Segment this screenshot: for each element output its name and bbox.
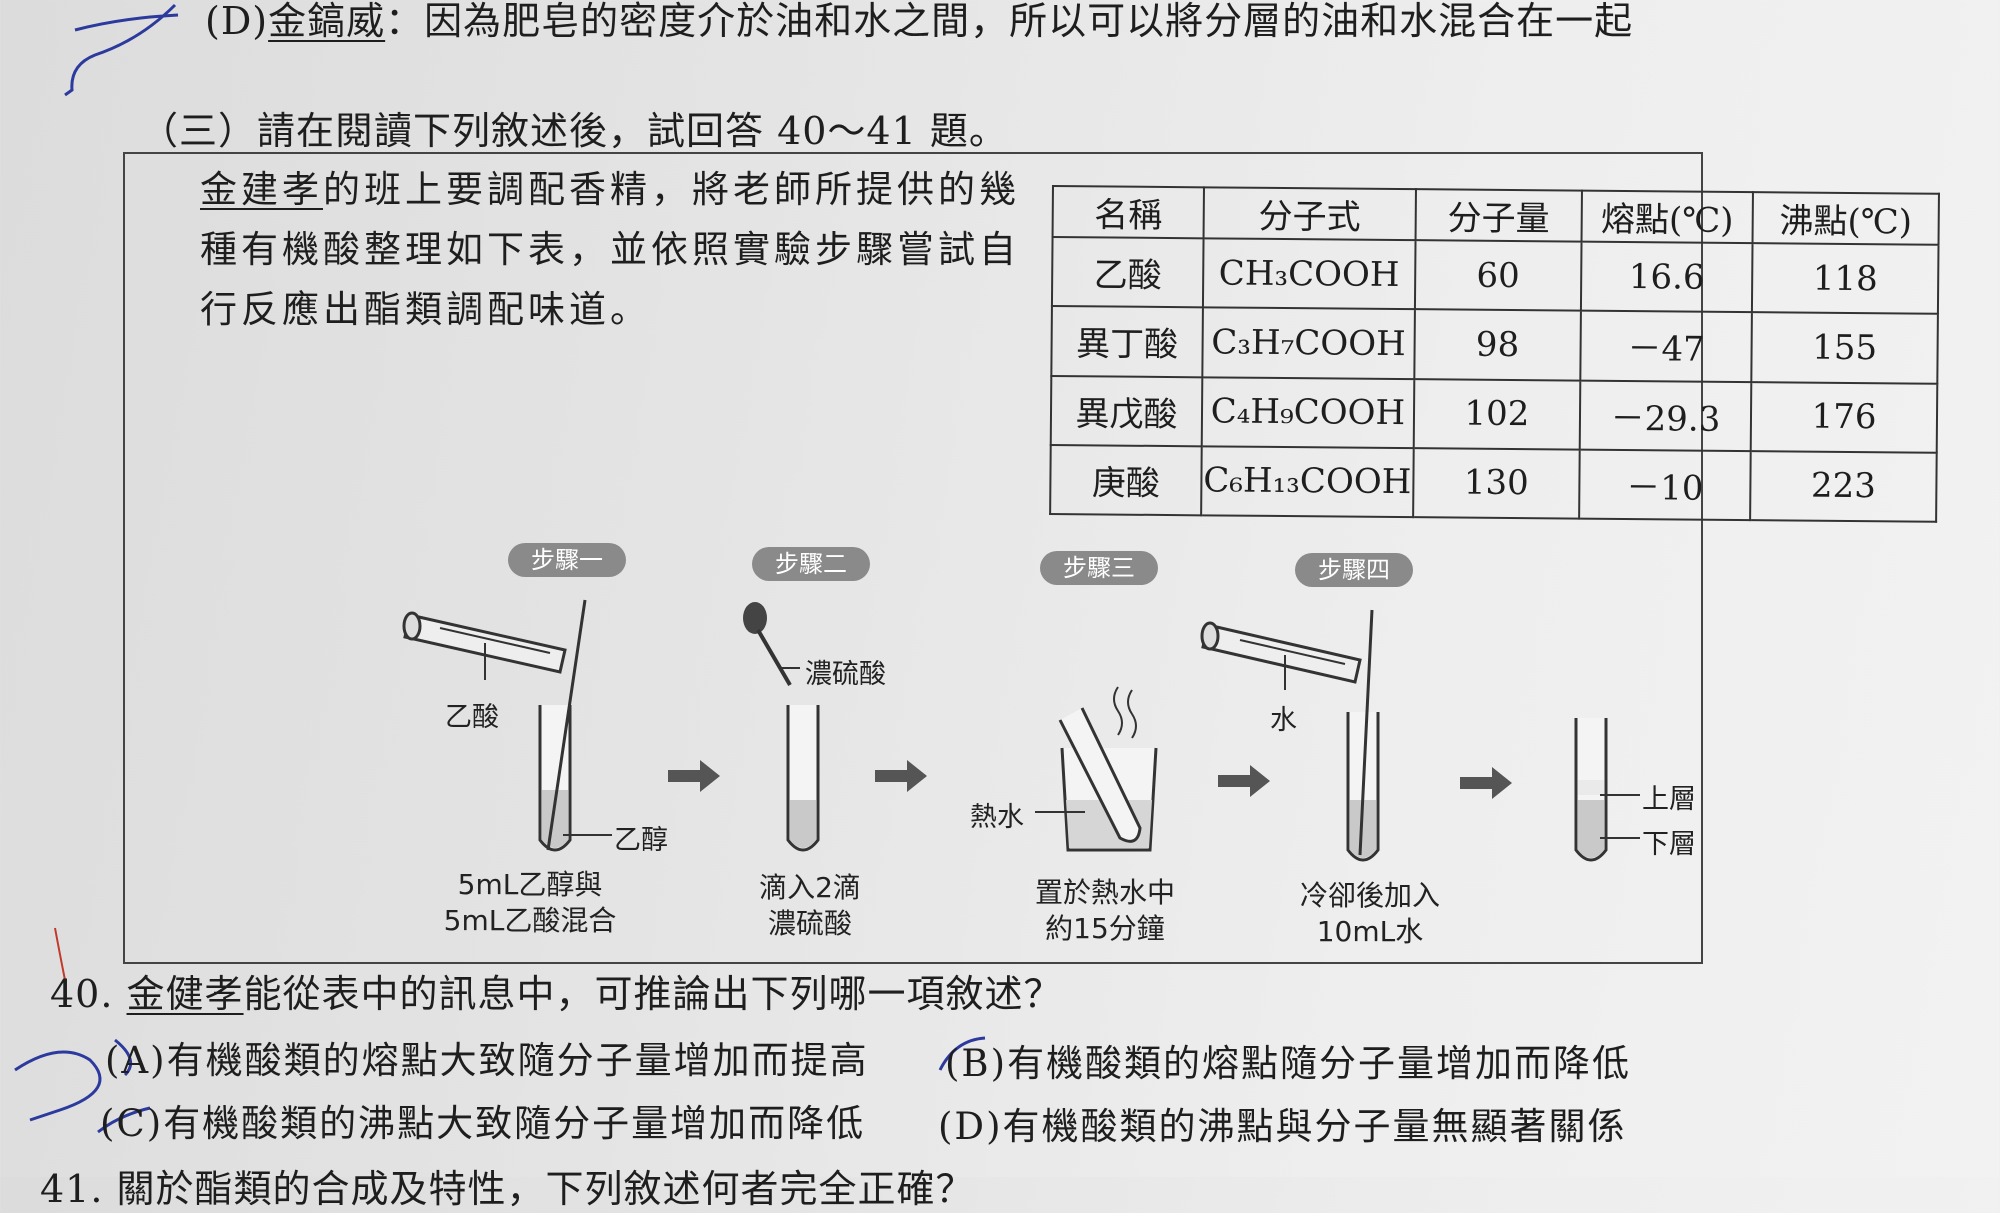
caption-line: 置於熱水中 (1034, 876, 1175, 909)
step-badge-2: 步驟二 (752, 547, 870, 581)
section-heading: （三）請在閱讀下列敘述後，試回答 40～41 題。 (140, 109, 1008, 153)
dropper-icon (743, 602, 792, 687)
caption-line: 5mL乙醇與 (457, 868, 603, 901)
option-d: (D)有機酸類的沸點與分子量無顯著關係 (938, 1096, 1627, 1150)
step-badge-3: 步驟三 (1040, 551, 1158, 585)
steam-icon (1113, 686, 1123, 736)
graduated-cylinder-icon (1200, 621, 1362, 684)
pen-mark-icon (54, 927, 66, 981)
test-tube-icon (786, 705, 820, 852)
label-ethanol: 乙醇 (614, 825, 668, 856)
prev-option-d: (D)金鎬威：因為肥皂的密度介於油和水之間，所以可以將分層的油和水混合在一起 (205, 0, 1633, 45)
pen-mark-icon (14, 1050, 102, 1122)
caption-line: 5mL乙酸混合 (443, 904, 617, 937)
label-hot-water: 熱水 (970, 802, 1024, 833)
caption-line: 約15分鐘 (1045, 912, 1165, 945)
prev-option-text: ：因為肥皂的密度介於油和水之間，所以可以將分層的油和水混合在一起 (385, 0, 1634, 43)
caption-step-3: 置於熱水中 約15分鐘 (995, 875, 1215, 947)
caption-step-4: 冷卻後加入 10mL水 (1255, 878, 1485, 950)
label-lower-layer: 下層 (1642, 829, 1696, 860)
option-text: 有機酸類的沸點與分子量無顯著關係 (1002, 1105, 1627, 1148)
next-question: 41. 關於酯類的合成及特性，下列敘述何者完全正確？ (40, 1167, 975, 1211)
stirring-rod-icon (1358, 609, 1374, 856)
intro-text: 的班上要調配香精，將老師所提供的幾種有機酸整理如下表，並依照實驗步驟嘗試自行反應… (200, 168, 1020, 331)
caption-step-2: 滴入2滴 濃硫酸 (700, 870, 920, 942)
stirring-rod-icon (546, 599, 587, 851)
caption-line: 濃硫酸 (767, 907, 852, 940)
prev-option-name: 金鎬威 (268, 0, 386, 43)
passage-frame (123, 152, 1703, 964)
caption-line: 冷卻後加入 (1299, 879, 1440, 912)
prev-option-key: (D) (205, 0, 269, 43)
arrow-icon (1460, 767, 1512, 799)
option-text: 有機酸類的沸點大致隨分子量增加而降低 (163, 1102, 866, 1145)
label-upper-layer: 上層 (1642, 784, 1696, 815)
arrow-icon (668, 760, 720, 792)
step-badge-4: 步驟四 (1295, 553, 1413, 587)
option-b: (B)有機酸類的熔點隨分子量增加而降低 (945, 1033, 1631, 1087)
question-name: 金健孝 (126, 972, 244, 1016)
option-text: 有機酸類的熔點隨分子量增加而降低 (1007, 1042, 1632, 1085)
caption-step-1: 5mL乙醇與 5mL乙酸混合 (410, 867, 650, 939)
option-key: (B) (945, 1042, 1008, 1085)
question-40: 40. 金健孝能從表中的訊息中，可推論出下列哪一項敘述？ (50, 963, 1063, 1018)
option-c: (C)有機酸類的沸點大致隨分子量增加而降低 (100, 1093, 865, 1147)
test-tube-icon (1058, 707, 1142, 843)
step-badge-1: 步驟一 (508, 543, 626, 577)
label-sulfuric-acid: 濃硫酸 (805, 659, 886, 690)
option-key: (C) (100, 1102, 164, 1145)
caption-line: 10mL水 (1316, 915, 1424, 948)
arrow-icon (1218, 765, 1270, 797)
caption-line: 滴入2滴 (759, 871, 861, 904)
option-key: (A) (105, 1039, 167, 1082)
experiment-diagram (14, 3, 1640, 1134)
label-water: 水 (1270, 705, 1297, 736)
option-text: 有機酸類的熔點大致隨分子量增加而提高 (166, 1039, 869, 1082)
question-text: 能從表中的訊息中，可推論出下列哪一項敘述？ (243, 972, 1063, 1016)
test-tube-icon (1574, 718, 1608, 862)
option-key: (D) (938, 1105, 1003, 1148)
intro-name: 金建孝 (200, 168, 323, 211)
pen-mark-icon (64, 3, 177, 97)
arrow-icon (875, 760, 927, 792)
question-number: 40. (50, 972, 114, 1016)
intro-paragraph: 金建孝的班上要調配香精，將老師所提供的幾種有機酸整理如下表，並依照實驗步驟嘗試自… (200, 160, 1040, 340)
test-tube-icon (538, 705, 572, 852)
option-a: (A)有機酸類的熔點大致隨分子量增加而提高 (105, 1030, 869, 1084)
label-acetic-acid: 乙酸 (445, 702, 499, 733)
